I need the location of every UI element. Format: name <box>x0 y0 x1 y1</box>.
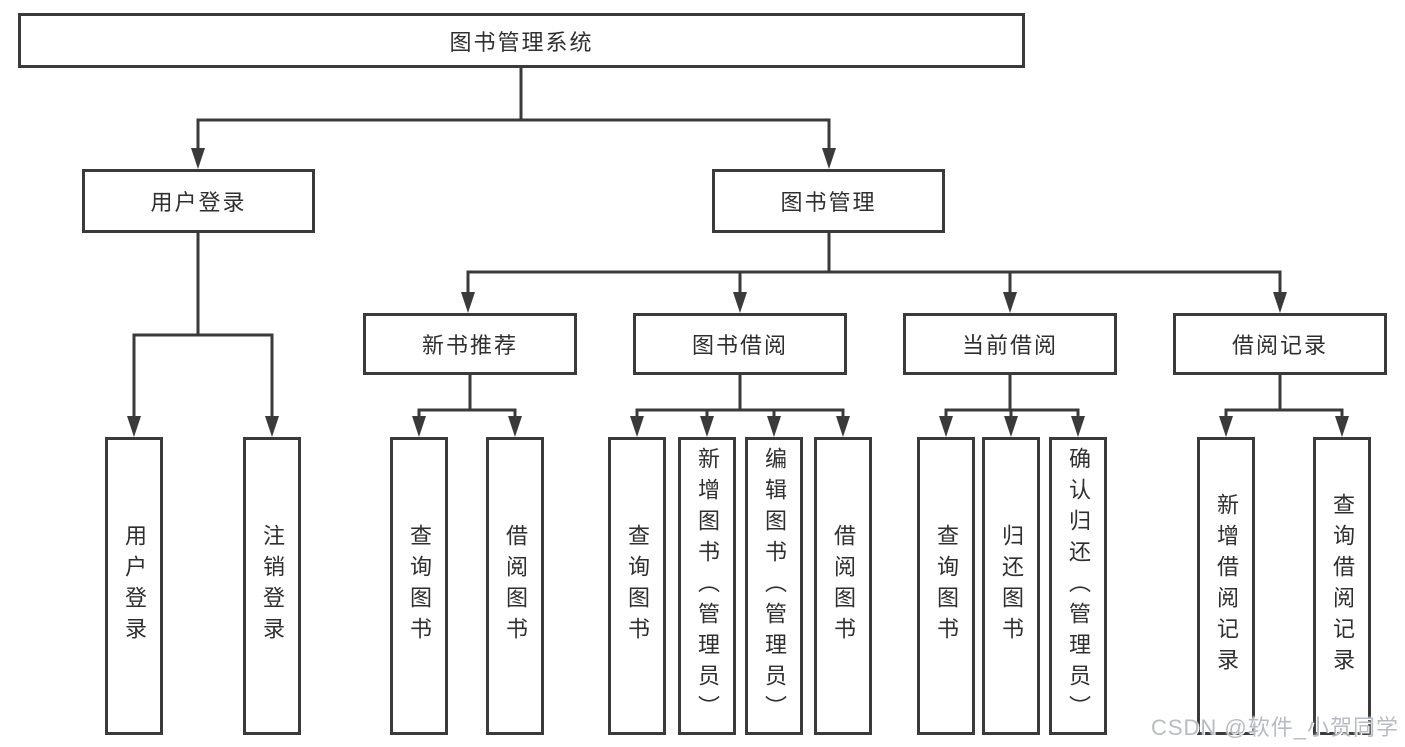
node-book-borrowing: 图书借阅 <box>633 313 847 375</box>
node-root: 图书管理系统 <box>18 13 1025 68</box>
connector-new-book-rec-to-leaves <box>412 373 522 437</box>
leaf-borrowing-borrow-books: 借阅图书 <box>814 437 872 735</box>
node-new-book-recommend: 新书推荐 <box>363 313 577 375</box>
arrowhead-icon <box>1219 416 1233 437</box>
connector-root-to-level2 <box>191 66 836 169</box>
connector-book-mgmt-to-level3 <box>461 231 1287 313</box>
arrowhead-icon <box>630 416 644 437</box>
node-borrowing-records: 借阅记录 <box>1173 313 1387 375</box>
arrowhead-icon <box>1273 292 1287 313</box>
leaf-borrowing-add-books-admin: 新增图书（管理员） <box>678 437 736 735</box>
arrowhead-icon <box>700 416 714 437</box>
connector-book-borrow-to-leaves <box>630 373 850 437</box>
leaf-logout: 注销登录 <box>243 437 301 735</box>
leaf-user-login: 用户登录 <box>105 437 163 735</box>
arrowhead-icon <box>508 416 522 437</box>
arrowhead-icon <box>733 292 747 313</box>
leaf-current-confirm-return-admin: 确认归还（管理员） <box>1049 437 1107 735</box>
connector-current-borrow-to-leaves <box>939 373 1085 437</box>
arrowhead-icon <box>461 292 475 313</box>
leaf-recommend-query-books: 查询图书 <box>390 437 448 735</box>
arrowhead-icon <box>191 148 205 169</box>
node-user-login: 用户登录 <box>82 169 315 233</box>
leaf-recommend-borrow-books: 借阅图书 <box>486 437 544 735</box>
csdn-watermark: CSDN @软件_小贺同学 <box>1150 715 1399 740</box>
arrowhead-icon <box>1003 292 1017 313</box>
arrowhead-icon <box>127 416 141 437</box>
arrowhead-icon <box>1004 416 1018 437</box>
leaf-current-return-books: 归还图书 <box>982 437 1040 735</box>
node-current-borrowing: 当前借阅 <box>903 313 1117 375</box>
arrowhead-icon <box>265 416 279 437</box>
arrowhead-icon <box>1071 416 1085 437</box>
connector-user-login-to-leaves <box>127 231 279 437</box>
arrowhead-icon <box>836 416 850 437</box>
connector-borrow-records-to-leaves <box>1219 373 1349 437</box>
leaf-borrowing-edit-books-admin: 编辑图书（管理员） <box>745 437 803 735</box>
arrowhead-icon <box>412 416 426 437</box>
leaf-borrowing-query-books: 查询图书 <box>608 437 666 735</box>
arrowhead-icon <box>1335 416 1349 437</box>
leaf-current-query-books: 查询图书 <box>917 437 975 735</box>
leaf-add-borrow-record: 新增借阅记录 <box>1197 437 1255 735</box>
leaf-query-borrow-record: 查询借阅记录 <box>1313 437 1371 735</box>
arrowhead-icon <box>767 416 781 437</box>
node-book-management: 图书管理 <box>712 169 945 233</box>
arrowhead-icon <box>822 148 836 169</box>
arrowhead-icon <box>939 416 953 437</box>
